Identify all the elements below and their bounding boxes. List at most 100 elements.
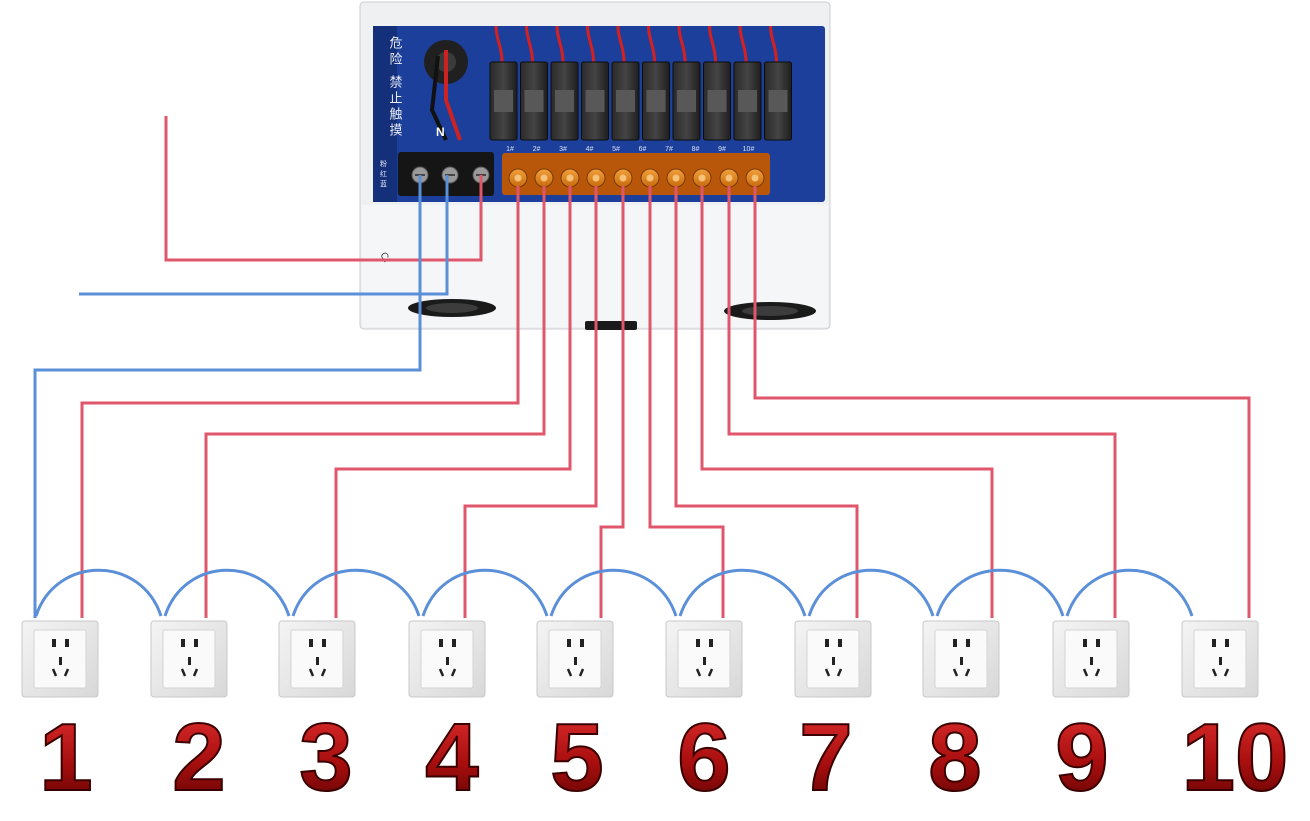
outlet-slot [580, 639, 584, 647]
relay-label-plate [646, 90, 666, 112]
outlet-slot [960, 657, 963, 665]
supply-wires [79, 116, 483, 296]
live-wire-1 [80, 186, 520, 618]
outlet-slot [308, 668, 315, 677]
screw-head [646, 174, 654, 182]
outlet-number-4: 4 [425, 704, 478, 811]
ct-wire [444, 50, 462, 141]
live-wire-2 [204, 186, 546, 618]
outlet-slot [825, 639, 829, 647]
outlet-3 [278, 620, 356, 698]
live-wire-3 [334, 186, 572, 618]
outlet-slot [1211, 668, 1218, 677]
outlet-slot [832, 657, 835, 665]
screw-head [514, 174, 522, 182]
relay-label-plate [738, 90, 757, 112]
outlet-slot [181, 639, 185, 647]
channel-label: 5# [612, 146, 620, 153]
relay-row [489, 25, 792, 141]
channel-label: 9# [718, 146, 726, 153]
neutral-jumper-arc [163, 568, 291, 617]
channel-label-row: 1#2#3#4#5#6#7#8#9#10# [506, 146, 754, 153]
outlet-slot [953, 639, 957, 647]
outlet-slot [316, 657, 319, 665]
outlet-slot [309, 639, 313, 647]
outlet-2 [150, 620, 228, 698]
outlet-slot [1223, 668, 1230, 677]
outlet-slot [567, 639, 571, 647]
supply-live-wire [164, 116, 483, 262]
channel-label: 7# [665, 146, 673, 153]
neutral-daisy-chain [34, 568, 1202, 620]
channel-label: 2# [533, 146, 541, 153]
outlet-slot [192, 668, 199, 677]
outlet-8 [922, 620, 1000, 698]
outlet-slot [439, 639, 443, 647]
outlet-number-7: 7 [799, 704, 852, 811]
ct-wire-black [429, 55, 448, 141]
outlet-slot [952, 668, 959, 677]
channel-label: 1# [506, 146, 514, 153]
relay-feed-wire [769, 25, 778, 63]
outlet-slot [180, 668, 187, 677]
channel-label: 8# [692, 146, 700, 153]
relay-feed-wire [616, 25, 626, 63]
relay-label-plate [677, 90, 696, 112]
screw-head [725, 174, 733, 182]
outlet-slot [1212, 639, 1216, 647]
channel-label: 4# [586, 146, 594, 153]
neutral-jumper-arc [678, 568, 807, 617]
neutral-jumper-arc [34, 568, 163, 617]
relay-feed-wire [647, 25, 656, 63]
live-wire-7 [674, 186, 859, 618]
live-wire-10 [753, 186, 1251, 618]
outlet-slot [836, 668, 843, 677]
neutral-end [1192, 584, 1202, 620]
live-wire-8 [700, 186, 994, 618]
side-mark: 红 [380, 169, 387, 178]
screw-head [619, 174, 627, 182]
channel-label: 6# [639, 146, 647, 153]
neutral-jumper-arc [1065, 568, 1194, 617]
supply-neutral-wire [79, 175, 449, 296]
outlet-slot [320, 668, 327, 677]
neutral-jumper-arc [421, 568, 549, 617]
outlet-number-2: 2 [172, 704, 225, 811]
channel-label: 10# [743, 146, 755, 153]
relay-feed-wire [555, 25, 565, 63]
outlet-slot [446, 657, 449, 665]
relay-label-plate [707, 90, 727, 112]
outlet-slot [1096, 639, 1100, 647]
outlet-4 [408, 620, 486, 698]
outlet-slot [438, 668, 445, 677]
outlet-number-9: 9 [1055, 704, 1108, 811]
neutral-jumper-arc [291, 568, 421, 617]
side-marks: 粉红蓝 [380, 159, 387, 188]
side-mark: 粉 [380, 159, 387, 168]
screw-head [540, 174, 548, 182]
outlet-slot [695, 668, 702, 677]
relay-feed-wire [708, 25, 717, 63]
outlet-slot [1225, 639, 1229, 647]
outlet-number-5: 5 [550, 704, 603, 811]
outlet-slot [964, 668, 971, 677]
outlet-slot [703, 657, 706, 665]
screw-head [698, 174, 706, 182]
warning-text: 危险 禁止触摸 [387, 36, 403, 139]
outlet-slot [1090, 657, 1093, 665]
outlet-slot [1082, 668, 1089, 677]
relay-feed-wire [586, 25, 595, 63]
relay-feed-wire [525, 25, 534, 63]
outlet-slot [452, 639, 456, 647]
side-mark: 蓝 [380, 179, 387, 188]
neutral-jumper-arc [807, 568, 935, 617]
outlet-slot [1219, 657, 1222, 665]
outlet-slot [322, 639, 326, 647]
outlet-number-1: 1 [39, 704, 92, 811]
outlet-9 [1052, 620, 1130, 698]
cable-grommet-right-hole [742, 306, 798, 316]
outlet-5 [536, 620, 614, 698]
outlet-slot [1094, 668, 1101, 677]
